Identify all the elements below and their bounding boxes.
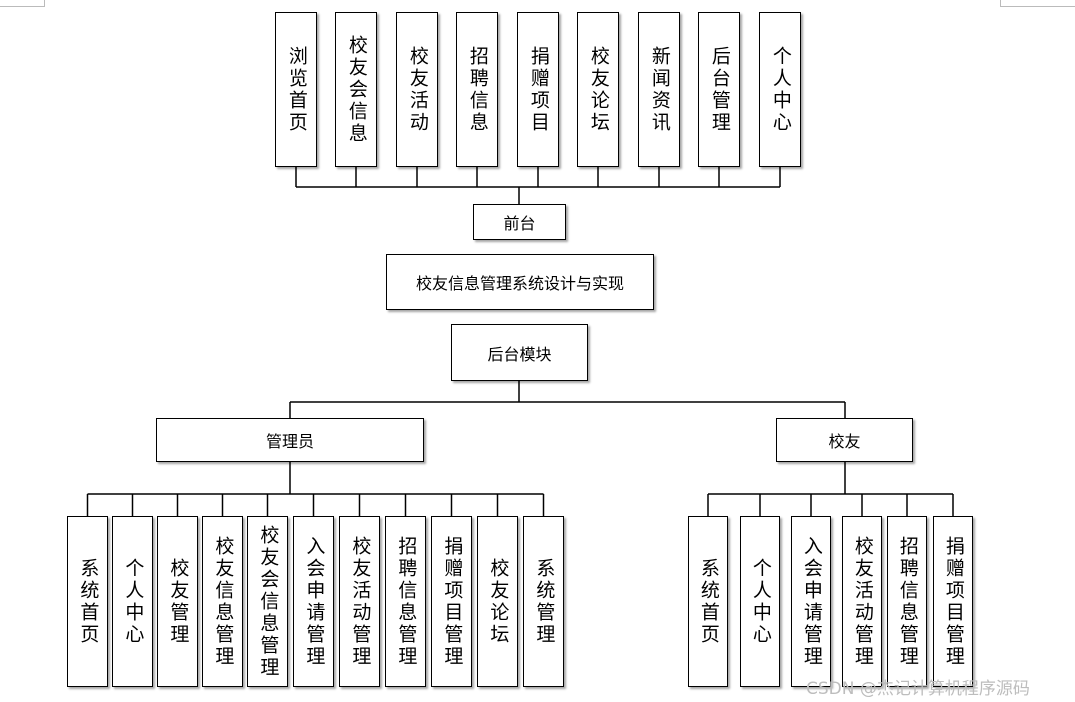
alumni-node: 校友: [776, 418, 913, 462]
page-corner-mark-right: [1000, 0, 1075, 7]
admin-item-box: 招聘信息管理: [385, 516, 426, 687]
front-item-box: 校友论坛: [577, 12, 619, 167]
system-title-label: 校友信息管理系统设计与实现: [415, 274, 624, 293]
admin-item-box: 入会申请管理: [293, 516, 334, 687]
admin-item-box: 捐赠项目管理: [431, 516, 472, 687]
alumni-item-label: 捐赠项目管理: [942, 535, 965, 668]
admin-item-label: 校友会信息管理: [257, 524, 280, 679]
alumni-item-label: 招聘信息管理: [896, 535, 919, 668]
admin-item-box: 个人中心: [112, 516, 153, 687]
front-item-label: 校友会信息: [345, 34, 368, 145]
alumni-item-box: 个人中心: [740, 516, 780, 687]
admin-node-label: 管理员: [265, 432, 314, 451]
front-item-label: 新闻资讯: [648, 45, 671, 134]
front-item-box: 捐赠项目: [517, 12, 559, 167]
admin-item-label: 系统管理: [533, 557, 556, 646]
front-item-box: 后台管理: [698, 12, 740, 167]
alumni-item-box: 招聘信息管理: [887, 516, 927, 687]
admin-item-label: 校友活动管理: [349, 535, 372, 668]
admin-item-label: 校友论坛: [487, 557, 510, 646]
admin-item-label: 系统首页: [77, 557, 100, 646]
front-item-label: 捐赠项目: [527, 45, 550, 134]
front-item-box: 招聘信息: [456, 12, 498, 167]
alumni-node-label: 校友: [828, 432, 861, 451]
front-item-box: 校友会信息: [335, 12, 377, 167]
alumni-item-label: 系统首页: [697, 557, 720, 646]
alumni-item-box: 入会申请管理: [791, 516, 831, 687]
front-item-label: 后台管理: [708, 45, 731, 134]
alumni-item-label: 个人中心: [749, 557, 772, 646]
front-item-box: 浏览首页: [275, 12, 317, 167]
admin-item-label: 个人中心: [122, 557, 145, 646]
admin-item-box: 系统首页: [67, 516, 108, 687]
front-item-label: 个人中心: [769, 45, 792, 134]
backend-node-label: 后台模块: [487, 344, 552, 364]
admin-item-box: 校友管理: [157, 516, 198, 687]
front-item-box: 个人中心: [759, 12, 801, 167]
front-item-label: 校友论坛: [587, 45, 610, 134]
connector-lines: [86, 167, 954, 516]
admin-item-label: 招聘信息管理: [395, 535, 418, 668]
admin-item-box: 校友论坛: [477, 516, 518, 687]
front-node: 前台: [473, 204, 566, 240]
admin-item-box: 系统管理: [523, 516, 564, 687]
admin-item-label: 捐赠项目管理: [441, 535, 464, 668]
front-item-label: 招聘信息: [466, 45, 489, 134]
alumni-item-box: 捐赠项目管理: [933, 516, 973, 687]
front-item-label: 校友活动: [406, 45, 429, 134]
watermark: CSDN @杰记计算机程序源码: [806, 679, 1030, 699]
admin-item-label: 入会申请管理: [303, 535, 326, 668]
alumni-item-label: 入会申请管理: [800, 535, 823, 668]
admin-node: 管理员: [156, 418, 424, 462]
front-item-box: 校友活动: [396, 12, 438, 167]
front-item-box: 新闻资讯: [638, 12, 680, 167]
alumni-item-box: 校友活动管理: [842, 516, 882, 687]
front-item-label: 浏览首页: [285, 45, 308, 134]
admin-item-box: 校友信息管理: [202, 516, 243, 687]
admin-item-label: 校友管理: [167, 557, 190, 646]
admin-item-label: 校友信息管理: [212, 535, 235, 668]
alumni-item-label: 校友活动管理: [851, 535, 874, 668]
backend-node: 后台模块: [451, 324, 588, 381]
admin-item-box: 校友活动管理: [339, 516, 380, 687]
admin-item-box: 校友会信息管理: [247, 516, 288, 687]
system-title-node: 校友信息管理系统设计与实现: [386, 254, 654, 310]
alumni-item-box: 系统首页: [688, 516, 728, 687]
front-node-label: 前台: [503, 214, 536, 233]
page-corner-mark-left: [0, 0, 45, 7]
